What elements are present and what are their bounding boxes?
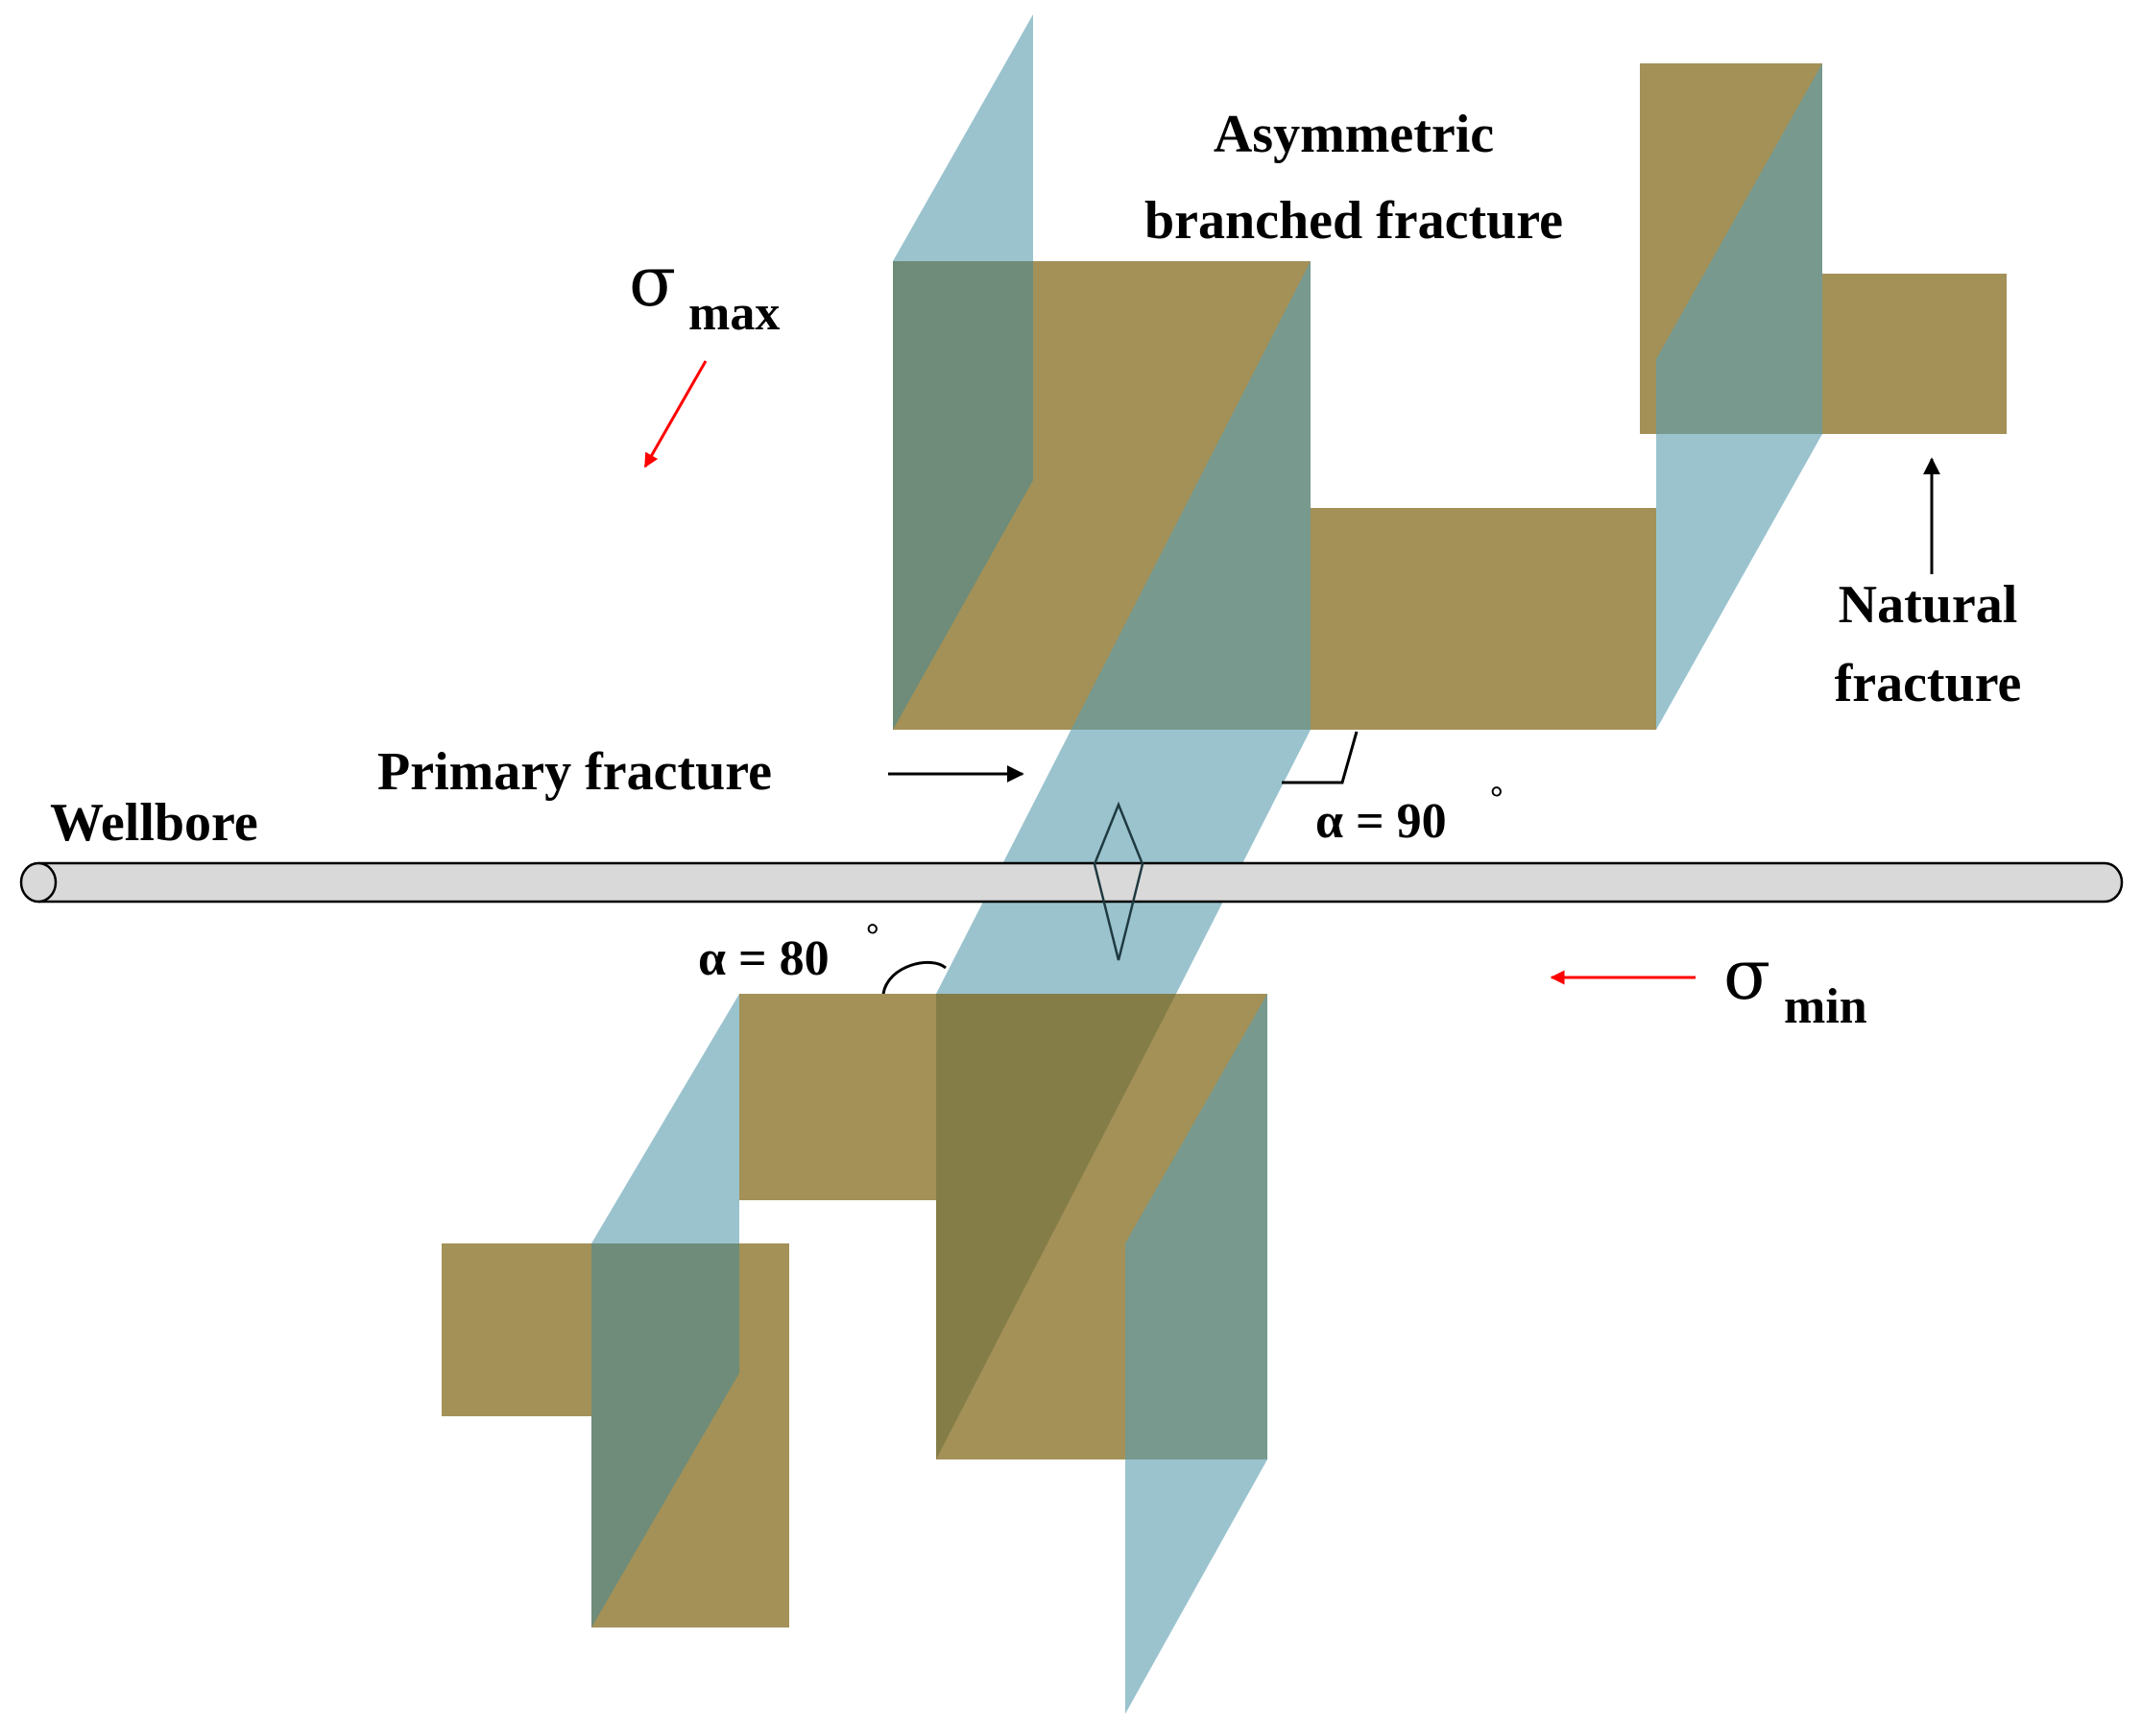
fracture-opening-marker	[1093, 801, 1144, 961]
sigma-max-symbol: σ	[629, 241, 676, 322]
lower-natural-fracture-left	[442, 1243, 591, 1416]
natural-fracture-label-line2: fracture	[1835, 654, 2022, 713]
lower-branch-plane-right	[1125, 994, 1267, 1714]
sigma-max-subscript: max	[688, 286, 780, 341]
wellbore	[19, 861, 2124, 904]
angle-80-mark	[881, 960, 947, 995]
upper-branch-plane-right	[1656, 63, 1822, 730]
lower-branch-plane-left	[591, 994, 739, 1628]
alpha-80-degree: °	[866, 918, 879, 953]
asymmetric-label-line2: branched fracture	[1144, 191, 1563, 251]
sigma-min-symbol: σ	[1723, 934, 1770, 1015]
lower-center-overlap	[936, 994, 1176, 1459]
alpha-90-label: α = 90	[1315, 794, 1447, 849]
sigma-max-arrow	[643, 360, 708, 469]
lower-natural-fracture-top	[739, 994, 936, 1200]
primary-fracture-label: Primary fracture	[377, 742, 772, 802]
natural-fracture-label-line1: Natural	[1839, 575, 2018, 635]
sigma-min-subscript: min	[1784, 979, 1867, 1034]
upper-natural-fracture-middle	[1311, 508, 1656, 730]
alpha-80-label: α = 80	[698, 931, 830, 986]
upper-natural-fracture-far-right	[1822, 274, 2007, 434]
upper-left-overlap	[893, 261, 1033, 730]
alpha-90-degree: °	[1490, 781, 1504, 816]
primary-fracture-plane	[936, 261, 1311, 994]
angle-90-mark	[1282, 731, 1359, 784]
lower-bottom-overlap	[591, 1243, 739, 1628]
wellbore-label: Wellbore	[50, 793, 258, 853]
asymmetric-label-line1: Asymmetric	[1214, 105, 1494, 164]
upper-branch-plane-left	[893, 14, 1033, 730]
